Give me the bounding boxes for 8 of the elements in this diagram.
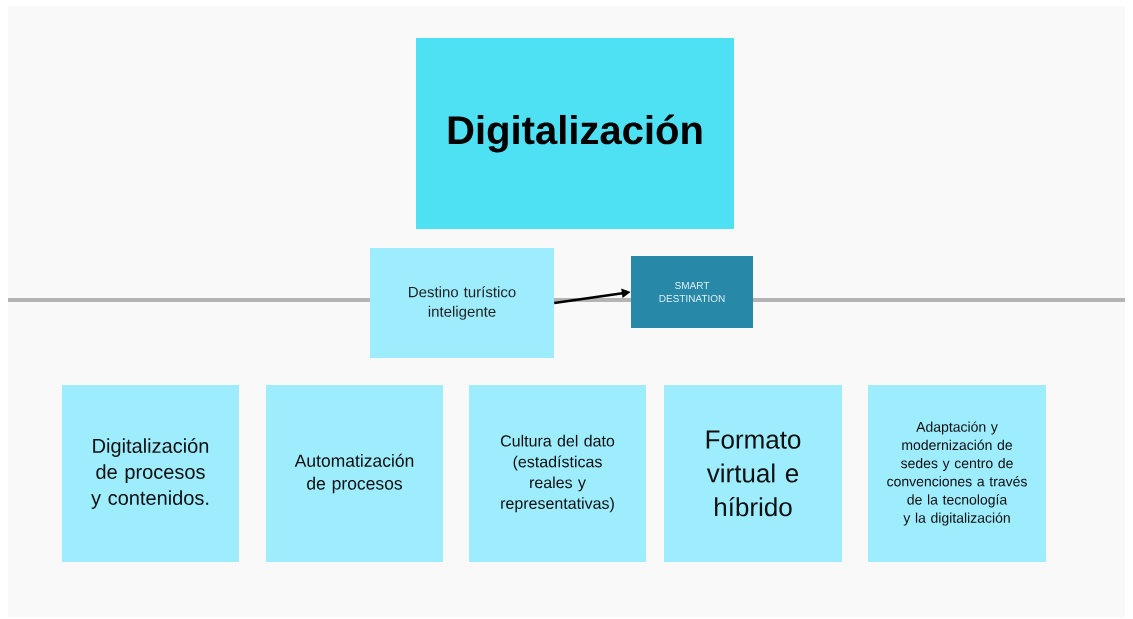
topic-box: Digitalización de procesos y contenidos. (62, 385, 239, 562)
topic-box: Formato virtual e híbrido (664, 385, 842, 562)
topic-box: Cultura del dato (estadísticas reales y representativas) (469, 385, 646, 562)
topic-box: Automatización de procesos (266, 385, 443, 562)
title-box: Digitalización (416, 38, 734, 229)
concept-box: SMART DESTINATION (631, 256, 753, 328)
concept-box: Destino turístico inteligente (370, 248, 554, 358)
topic-box: Adaptación y modernización de sedes y centro de convenciones a través de la tecnología y la digitalización (868, 385, 1046, 562)
